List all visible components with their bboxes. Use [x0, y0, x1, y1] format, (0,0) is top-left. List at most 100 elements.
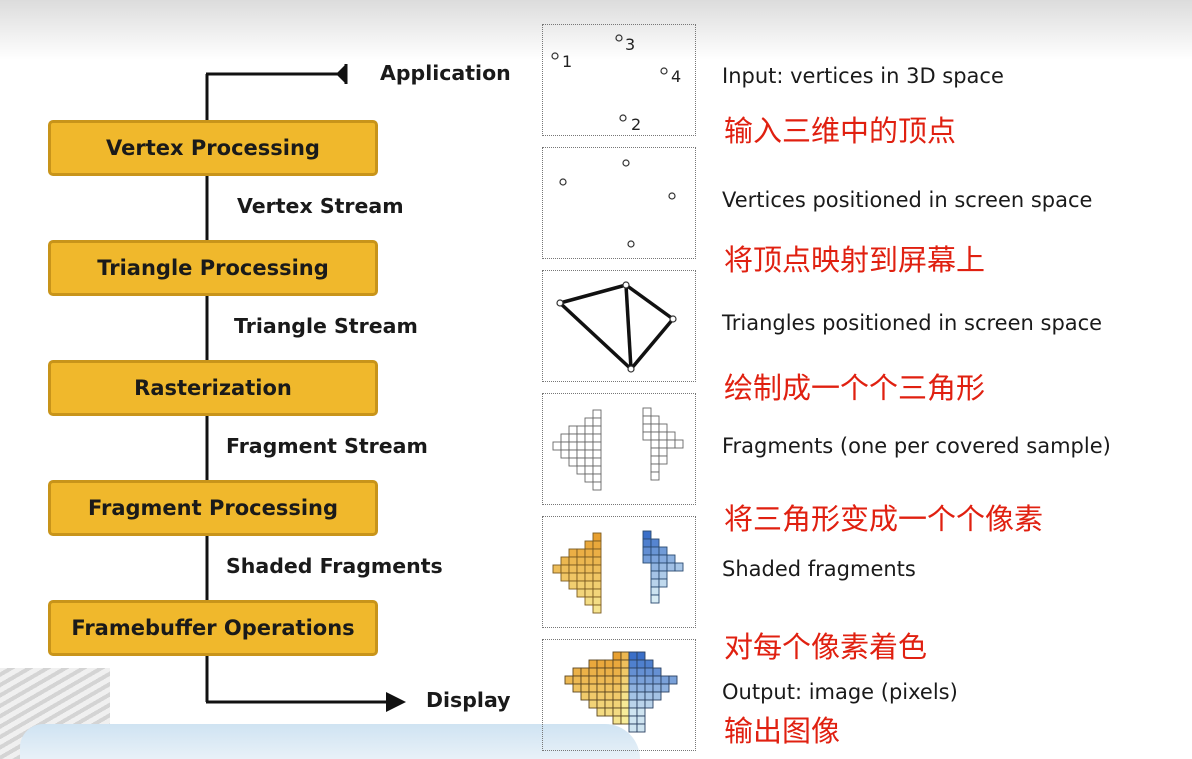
- pixel-cell: [612, 675, 622, 685]
- pixel-cell: [660, 683, 670, 693]
- pixel-cell: [650, 423, 660, 433]
- pixel-cell: [592, 564, 602, 574]
- pixel-cell: [650, 415, 660, 425]
- pixel-cell: [650, 538, 660, 548]
- pixel-cell: [650, 562, 660, 572]
- step-note: 输入三维中的顶点: [724, 114, 957, 148]
- pixel-cell: [620, 715, 630, 725]
- pixel-cell: [604, 667, 614, 677]
- thumbnail-triangles: [542, 270, 696, 382]
- background-fade: [0, 0, 1192, 60]
- pixel-cell: [576, 433, 586, 443]
- pixel-cell: [658, 546, 668, 556]
- pixel-cell: [592, 473, 602, 483]
- stage-fragment-processing: Fragment Processing: [48, 480, 378, 536]
- pixel-cell: [666, 439, 676, 449]
- pixel-cell: [568, 425, 578, 435]
- pixel-cell: [658, 570, 668, 580]
- pixel-cell: [584, 548, 594, 558]
- pixel-cell: [592, 441, 602, 451]
- pixel-cell: [636, 659, 646, 669]
- pixel-cell: [576, 572, 586, 582]
- pixel-cell: [592, 540, 602, 550]
- step-description: Shaded fragments: [722, 557, 916, 581]
- pixel-cell: [628, 659, 638, 669]
- pixel-cell: [628, 715, 638, 725]
- pixel-cell: [636, 691, 646, 701]
- pixel-cell: [658, 439, 668, 449]
- background-wave: [20, 724, 640, 759]
- step-description: Output: image (pixels): [722, 680, 958, 704]
- pixel-cell: [628, 683, 638, 693]
- vertex-point: [668, 192, 676, 200]
- pixel-cell: [580, 675, 590, 685]
- pixel-cell: [620, 675, 630, 685]
- pixel-cell: [584, 441, 594, 451]
- step-note: 将顶点映射到屏幕上: [724, 243, 986, 277]
- vertex-point: [615, 34, 623, 42]
- pixel-cell: [572, 683, 582, 693]
- step-note: 对每个像素着色: [724, 630, 928, 664]
- pixel-cell: [592, 449, 602, 459]
- pixel-cell: [584, 433, 594, 443]
- pixel-cell: [660, 675, 670, 685]
- pixel-cell: [636, 707, 646, 717]
- vertex-point: [622, 281, 630, 289]
- thumbnail-fragments: [542, 393, 696, 505]
- pixel-cell: [642, 415, 652, 425]
- stream-shaded-fragments: Shaded Fragments: [226, 554, 443, 578]
- triangle-edge: [629, 317, 675, 371]
- pixel-cell: [588, 667, 598, 677]
- pixel-cell: [584, 588, 594, 598]
- pixel-cell: [644, 699, 654, 709]
- pixel-cell: [612, 707, 622, 717]
- pixel-cell: [628, 699, 638, 709]
- stage-vertex-processing: Vertex Processing: [48, 120, 378, 176]
- pixel-cell: [596, 707, 606, 717]
- pixel-cell: [584, 417, 594, 427]
- pixel-cell: [584, 449, 594, 459]
- pixel-cell: [592, 457, 602, 467]
- pixel-cell: [652, 675, 662, 685]
- pixel-cell: [552, 564, 562, 574]
- pixel-cell: [612, 659, 622, 669]
- step-note: 将三角形变成一个个像素: [724, 502, 1044, 536]
- pixel-cell: [580, 667, 590, 677]
- pixel-cell: [592, 409, 602, 419]
- display-label: Display: [426, 688, 511, 712]
- vertex-label: 3: [625, 35, 635, 54]
- pixel-cell: [668, 675, 678, 685]
- step-note: 绘制成一个个三角形: [724, 371, 986, 405]
- pixel-cell: [596, 691, 606, 701]
- pixel-cell: [572, 667, 582, 677]
- pixel-cell: [612, 683, 622, 693]
- pixel-cell: [596, 675, 606, 685]
- pixel-cell: [658, 578, 668, 588]
- pixel-cell: [642, 538, 652, 548]
- pixel-cell: [604, 675, 614, 685]
- pixel-cell: [612, 699, 622, 709]
- pixel-cell: [620, 691, 630, 701]
- pixel-cell: [560, 564, 570, 574]
- pixel-cell: [642, 530, 652, 540]
- pixel-cell: [584, 540, 594, 550]
- pixel-cell: [628, 707, 638, 717]
- pixel-cell: [576, 556, 586, 566]
- pixel-cell: [592, 481, 602, 491]
- pixel-cell: [658, 562, 668, 572]
- pixel-cell: [568, 572, 578, 582]
- pixel-cell: [636, 715, 646, 725]
- vertex-point: [627, 240, 635, 248]
- vertex-label: 4: [671, 67, 681, 86]
- step-description: Input: vertices in 3D space: [722, 64, 1004, 88]
- stream-triangle: Triangle Stream: [234, 314, 418, 338]
- triangle-edge: [624, 283, 675, 321]
- stage-rasterization: Rasterization: [48, 360, 378, 416]
- pixel-cell: [596, 659, 606, 669]
- pixel-cell: [658, 447, 668, 457]
- stream-fragment: Fragment Stream: [226, 434, 428, 458]
- application-label: Application: [380, 61, 511, 85]
- step-description: Fragments (one per covered sample): [722, 434, 1111, 458]
- stage-framebuffer-operations: Framebuffer Operations: [48, 600, 378, 656]
- vertex-point: [627, 365, 635, 373]
